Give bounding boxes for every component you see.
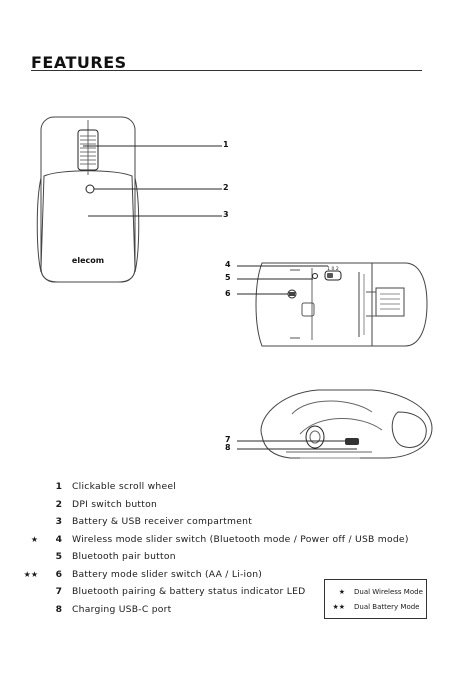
side-view-illustration [237, 389, 433, 459]
legend-item: ★★ Dual Battery Mode [325, 601, 426, 613]
top-view-illustration: elecom [36, 116, 222, 283]
legend-star: ★ [338, 588, 345, 596]
mouse-diagrams: elecom 1 0 2 [36, 116, 433, 459]
feature-item: ★★ 6 Battery mode slider switch (AA / Li… [24, 566, 304, 584]
callout-2: 2 [223, 183, 229, 192]
legend-star: ★★ [332, 603, 345, 611]
brand-logo: elecom [72, 256, 104, 265]
legend-item: ★ Dual Wireless Mode [325, 586, 426, 598]
feature-number: 7 [55, 586, 62, 597]
feature-star: ★★ [23, 569, 38, 579]
callout-6: 6 [225, 289, 231, 298]
feature-number: 1 [55, 481, 62, 492]
feature-text: Charging USB-C port [72, 603, 172, 615]
feature-text: Clickable scroll wheel [72, 481, 177, 492]
mode-switch-label: 1 0 2 [327, 266, 339, 272]
legend-box: ★ Dual Wireless Mode ★★ Dual Battery Mod… [324, 579, 427, 619]
feature-number: 6 [55, 568, 62, 580]
callout-8: 8 [225, 443, 231, 452]
feature-text: Bluetooth pairing & battery status indic… [72, 586, 306, 597]
callout-3: 3 [223, 210, 229, 219]
feature-item: 8 Charging USB-C port [24, 601, 304, 619]
feature-item: 3 Battery & USB receiver compartment [24, 513, 304, 531]
feature-number: 4 [55, 533, 62, 545]
page-title: FEATURES [31, 53, 127, 72]
feature-number: 2 [55, 498, 62, 510]
feature-text: DPI switch button [72, 498, 158, 510]
callout-7: 7 [225, 435, 231, 444]
feature-item: ★ 4 Wireless mode slider switch (Bluetoo… [24, 531, 409, 549]
feature-text: Battery & USB receiver compartment [72, 516, 253, 527]
feature-item: 7 Bluetooth pairing & battery status ind… [24, 583, 306, 601]
feature-number: 5 [55, 551, 62, 562]
feature-number: 3 [55, 516, 62, 527]
legend-text: Dual Wireless Mode [354, 588, 423, 596]
feature-text: Battery mode slider switch (AA / Li-ion) [72, 568, 263, 580]
feature-number: 8 [55, 603, 62, 615]
callout-5: 5 [225, 273, 231, 282]
features-list: 1 Clickable scroll wheel 2 DPI switch bu… [24, 478, 409, 619]
feature-star: ★ [30, 534, 38, 544]
callout-4: 4 [225, 260, 231, 269]
feature-text: Wireless mode slider switch (Bluetooth m… [72, 533, 409, 545]
bottom-view-illustration: 1 0 2 [237, 262, 428, 347]
legend-text: Dual Battery Mode [354, 603, 420, 611]
title-underline [31, 70, 422, 71]
callout-1: 1 [223, 140, 229, 149]
feature-item: 2 DPI switch button [24, 496, 304, 514]
feature-item: 1 Clickable scroll wheel [24, 478, 304, 496]
feature-item: 5 Bluetooth pair button [24, 548, 304, 566]
feature-text: Bluetooth pair button [72, 551, 176, 562]
